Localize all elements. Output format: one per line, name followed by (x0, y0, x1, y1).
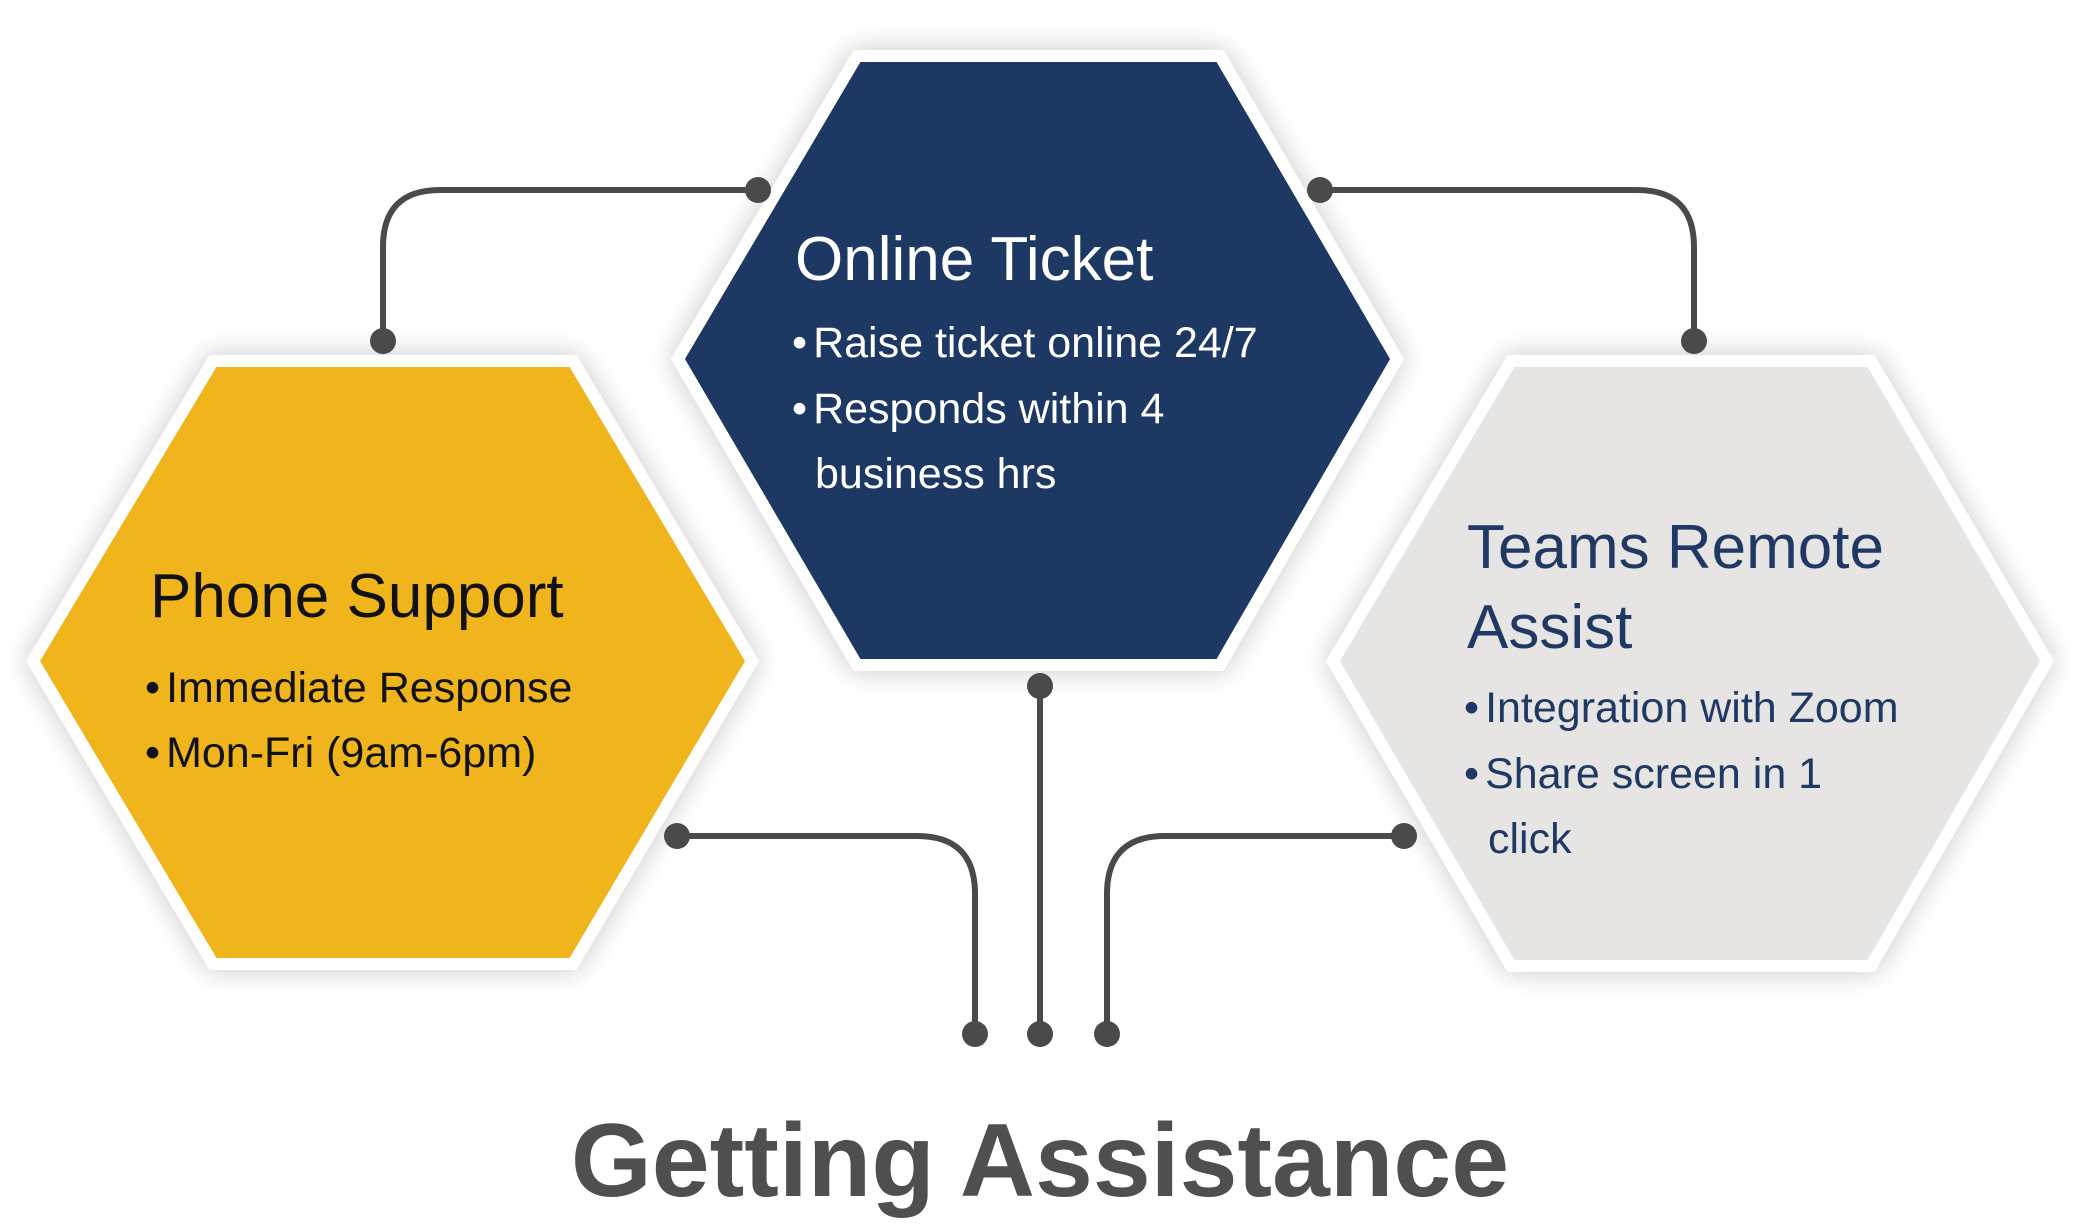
connector-dot (370, 328, 396, 354)
node-online-ticket: Online Ticket •Raise ticket online 24/7 … (792, 225, 1258, 498)
node-title-line: Assist (1467, 593, 1632, 662)
bullet-marker: • (145, 664, 160, 712)
node-title-line: Online Ticket (795, 225, 1153, 294)
node-bullet: •Immediate Response (145, 664, 572, 712)
node-bullet: •Responds within 4 business hrs (792, 385, 1176, 498)
hexagon-teams-remote-assist (1326, 355, 2054, 972)
connector-dot (962, 1021, 988, 1047)
bullet-marker: • (1464, 750, 1479, 798)
bullet-marker: • (792, 319, 807, 367)
node-bullet: •Share screen in 1 click (1464, 750, 1834, 863)
node-teams-remote-assist: Teams Remote Assist •Integration with Zo… (1464, 513, 1901, 863)
node-bullet: •Raise ticket online 24/7 (792, 319, 1258, 367)
connector-lines (380, 187, 1697, 1037)
connector-dot (664, 823, 690, 849)
bullet-text: Integration with Zoom (1485, 684, 1898, 732)
hexagon-online-ticket (671, 50, 1404, 671)
connector-dots (370, 177, 1707, 1047)
node-bullet: •Mon-Fri (9am-6pm) (145, 729, 536, 777)
node-title-line: Phone Support (150, 562, 564, 631)
bullet-text: Share screen in 1 (1485, 750, 1822, 798)
node-phone-support: Phone Support •Immediate Response •Mon-F… (145, 562, 572, 777)
node-bullet: •Integration with Zoom (1464, 684, 1899, 732)
connector-phone-bottom (674, 833, 978, 1037)
bullet-marker: • (145, 729, 160, 777)
node-title: Phone Support (150, 562, 564, 631)
connector-dot (745, 177, 771, 203)
bullet-text: Responds within 4 (813, 385, 1164, 433)
connector-teams-top (1317, 187, 1697, 344)
node-title: Teams Remote Assist (1467, 513, 1901, 662)
diagram-title: Getting Assistance (571, 1103, 1509, 1219)
connector-dot (1094, 1021, 1120, 1047)
bullet-text-continued: business hrs (815, 450, 1056, 498)
connector-phone-top (380, 187, 761, 344)
connector-dot (1681, 328, 1707, 354)
node-title: Online Ticket (795, 225, 1153, 294)
bullet-text-continued: click (1488, 815, 1572, 863)
bullet-text: Mon-Fri (9am-6pm) (166, 729, 536, 777)
connector-dot (1027, 673, 1053, 699)
connector-dot (1391, 823, 1417, 849)
connector-teams-bottom (1104, 833, 1407, 1037)
bullet-text: Immediate Response (166, 664, 572, 712)
bullet-marker: • (1464, 684, 1479, 732)
bullet-marker: • (792, 385, 807, 433)
bullet-text: Raise ticket online 24/7 (813, 319, 1258, 367)
node-title-line: Teams Remote (1467, 513, 1884, 582)
connector-dot (1307, 177, 1333, 203)
hexagon-group (26, 50, 2054, 972)
connector-dot (1027, 1021, 1053, 1047)
hexagon-phone-support (26, 355, 759, 970)
